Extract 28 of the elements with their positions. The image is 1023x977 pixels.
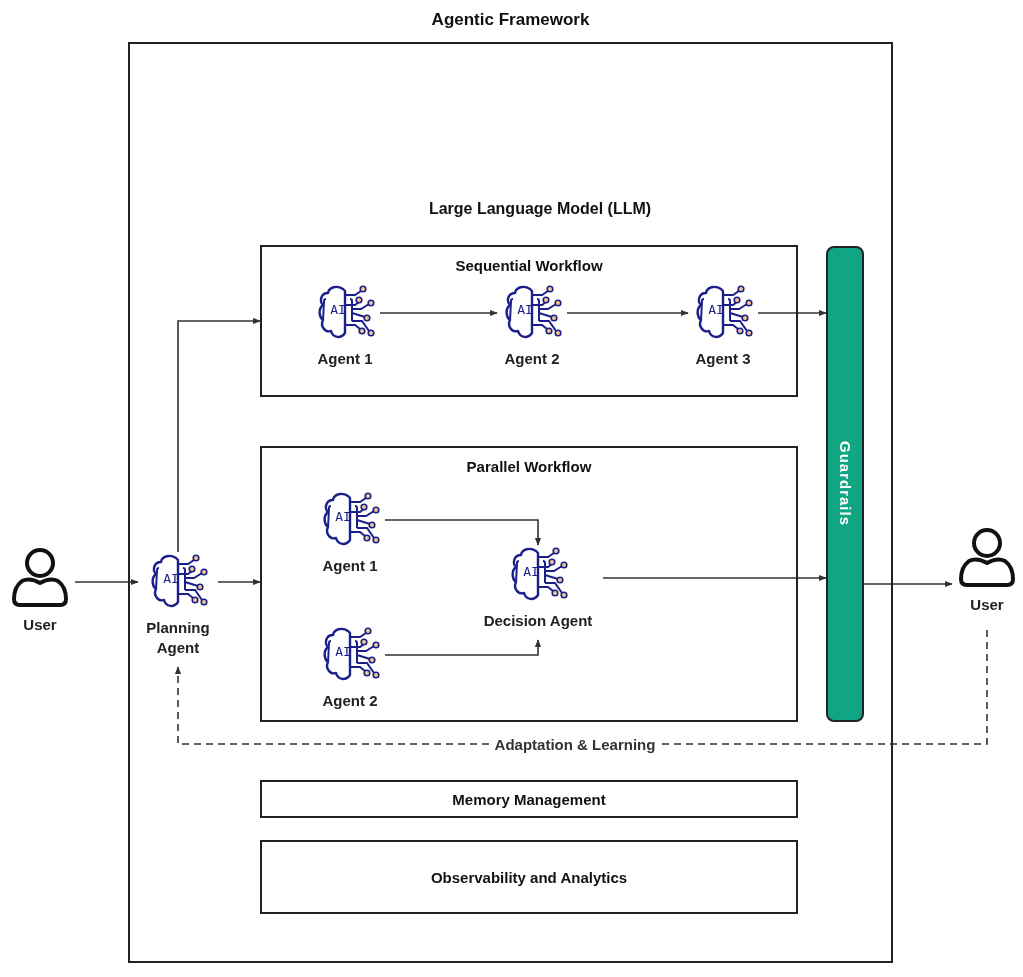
workflow-box [260, 245, 798, 397]
arrow [757, 309, 827, 317]
component-box: Observability and Analytics [260, 840, 798, 914]
arrow [177, 317, 261, 553]
agent-label: Agent 2 [322, 691, 378, 711]
agent-label: Decision Agent [483, 611, 593, 631]
agent-label: Agent 2 [504, 349, 560, 369]
user-label: User [970, 595, 1004, 615]
arrow [384, 639, 542, 656]
arrow [384, 519, 542, 546]
workflow-box [260, 446, 798, 722]
arrow [217, 578, 261, 586]
agent-label: Planning Agent [145, 618, 211, 657]
agent-label: Agent 1 [322, 556, 378, 576]
model-label: Large Language Model (LLM) [427, 200, 653, 218]
arrow [566, 309, 689, 317]
user-label: User [23, 615, 57, 635]
arrow [74, 578, 139, 586]
arrow [602, 574, 827, 582]
component-box: Memory Management [260, 780, 798, 818]
arrow [379, 309, 498, 317]
agent-label: Agent 1 [317, 349, 373, 369]
guardrails-bar: Guardrails [826, 246, 864, 722]
agent-label: Agent 3 [695, 349, 751, 369]
arrow [863, 580, 953, 588]
workflow-title: Parallel Workflow [465, 458, 593, 475]
framework-title: Agentic Framework [430, 10, 591, 30]
workflow-title: Sequential Workflow [454, 257, 604, 274]
